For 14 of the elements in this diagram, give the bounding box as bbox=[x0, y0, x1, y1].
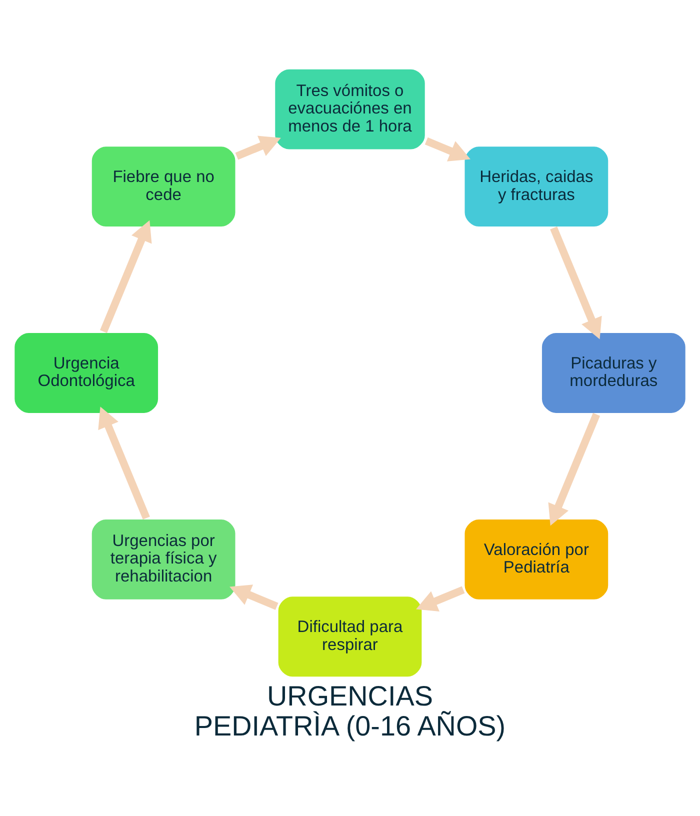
arrow bbox=[100, 220, 152, 333]
node-box: Fiebre que no cede bbox=[89, 144, 238, 229]
node-box: Tres vómitos o evacuaciónes en menos de 1 hora bbox=[272, 66, 428, 152]
node-box: Dificultad para respirar bbox=[276, 594, 424, 679]
arrow bbox=[235, 135, 281, 160]
arrow bbox=[230, 584, 278, 610]
arrow bbox=[424, 136, 470, 161]
node-box: Heridas, caidas y fracturas bbox=[462, 144, 611, 229]
arrow bbox=[550, 226, 602, 339]
caption: PEDIATRÌA (0-16 AÑOS) bbox=[194, 710, 506, 742]
arrow bbox=[548, 412, 600, 526]
diagram-title: URGENCIAS bbox=[267, 680, 433, 711]
arrow bbox=[98, 406, 150, 519]
arrow bbox=[416, 586, 465, 611]
